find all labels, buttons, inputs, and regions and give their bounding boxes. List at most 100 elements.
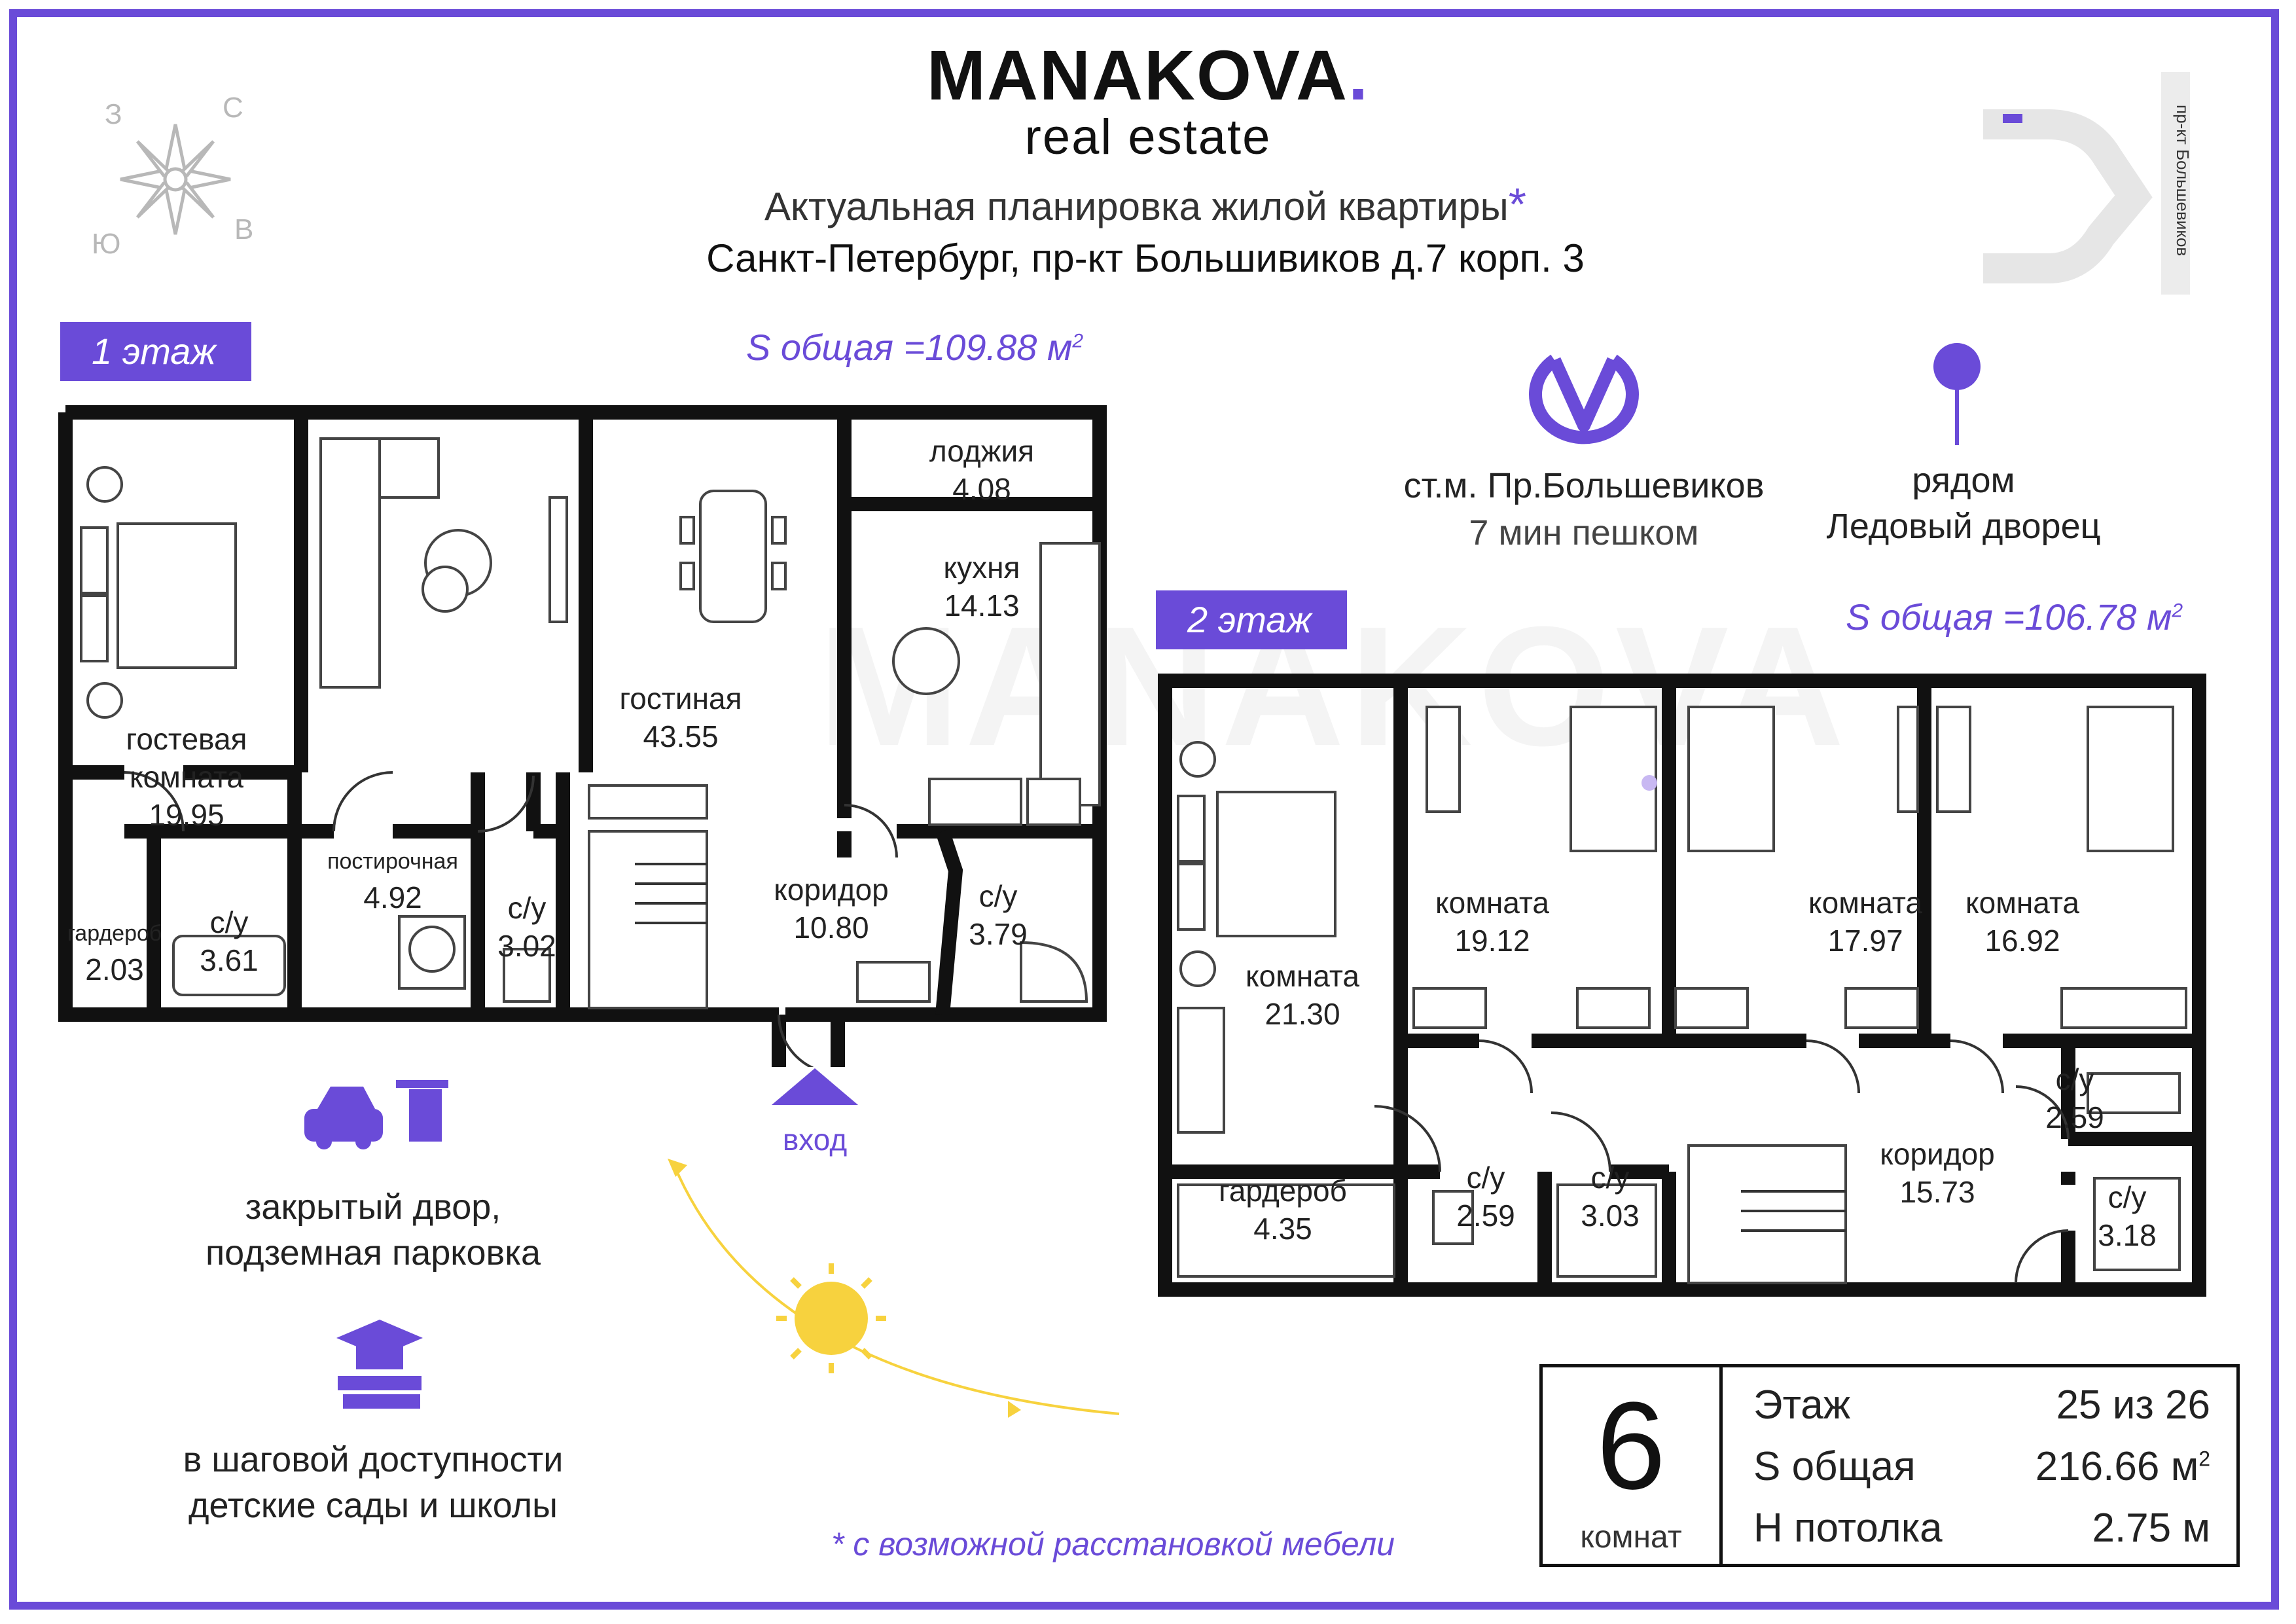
footnote: * с возможной расстановкой мебели	[831, 1526, 1395, 1562]
amenity1-line2: подземная парковка	[205, 1233, 541, 1272]
room-wc5-name: с/у	[1590, 1161, 1630, 1195]
room-wardrobe2: гардероб 4.35	[1198, 1172, 1368, 1248]
summary-divider	[1719, 1367, 1723, 1564]
room-wc7: с/у 3.18	[2075, 1178, 2179, 1254]
amenity2-line2: детские сады и школы	[188, 1486, 558, 1525]
room-bedroom-17-name: комната	[1808, 886, 1922, 920]
brand-name: MANAKOVA	[927, 35, 1348, 115]
floor2-total-area-sup: 2	[2172, 600, 2183, 622]
street-label: пр-кт Большевиков	[2173, 105, 2193, 257]
metro-walk: 7 мин пешком	[1469, 513, 1699, 552]
summary-ceiling-value: 2.75 м	[2092, 1506, 2210, 1551]
room-wc2: с/у 3.61	[170, 903, 288, 979]
summary-area-label: S общая	[1753, 1444, 1916, 1489]
room-kitchen-area: 14.13	[944, 588, 1020, 623]
summary-box: 6 комнат Этаж 25 из 26 S общая 216.66 м2…	[1539, 1364, 2240, 1567]
room-wc6-area: 2.59	[2045, 1100, 2104, 1134]
room-wc4-name: с/у	[1466, 1161, 1505, 1195]
room-bedroom-17: комната 17.97	[1780, 884, 1950, 960]
school-books-icon	[336, 1320, 423, 1409]
room-laundry-name: постирочная	[327, 849, 458, 874]
summary-area-sup: 2	[2198, 1447, 2210, 1471]
room-wardrobe1: гардероб 2.03	[65, 916, 164, 988]
room-bedroom-21-name: комната	[1246, 959, 1359, 993]
amenity2-line1: в шаговой доступности	[183, 1440, 564, 1479]
room-wc3-area: 3.79	[969, 917, 1028, 951]
floor1-tag: 1 этаж	[60, 322, 251, 381]
metro-logo-icon	[1529, 354, 1639, 444]
room-corridor1-area: 10.80	[793, 911, 869, 945]
room-wc6-name: с/у	[2055, 1062, 2094, 1096]
room-bedroom-17-area: 17.97	[1827, 924, 1903, 958]
room-living-name: гостиная	[619, 681, 742, 715]
room-wc1-name: с/у	[507, 891, 547, 925]
room-wc2-area: 3.61	[200, 943, 259, 977]
room-wc3-name: с/у	[978, 879, 1018, 913]
summary-floor-value: 25 из 26	[2056, 1382, 2210, 1428]
nearby-line2: Ледовый дворец	[1826, 507, 2101, 546]
floor1-total-area: S общая =109.88 м2	[746, 326, 1083, 369]
floor1-plan	[58, 405, 1107, 1067]
room-kitchen-name: кухня	[943, 550, 1020, 585]
room-wc5: с/у 3.03	[1558, 1159, 1662, 1235]
sun-path-icon	[668, 1159, 1120, 1418]
room-corridor2: коридор 15.73	[1852, 1135, 2022, 1211]
location-map-icon	[1983, 72, 2190, 295]
plan-title-asterisk: *	[1508, 179, 1526, 230]
brand-logo: MANAKOVA.	[821, 34, 1475, 116]
floor1-total-area-sup: 2	[1072, 330, 1084, 352]
room-loggia-name: лоджия	[929, 434, 1035, 468]
summary-ceiling-label: Н потолка	[1753, 1506, 1943, 1551]
compass-rose-icon	[120, 124, 231, 235]
rooms-count: 6	[1596, 1377, 1666, 1515]
amenity1-line1: закрытый двор,	[245, 1187, 501, 1227]
compass-w: З	[105, 98, 122, 130]
car-barrier-icon	[304, 1080, 448, 1149]
plan-title: Актуальная планировка жилой квартиры*	[524, 178, 1767, 230]
compass-e: В	[234, 213, 254, 245]
room-wc7-name: с/у	[2108, 1180, 2147, 1214]
room-wc4-area: 2.59	[1456, 1199, 1515, 1233]
room-guest-name: гостевая комната	[126, 722, 247, 794]
plan-title-text: Актуальная планировка жилой квартиры	[764, 185, 1509, 228]
room-bedroom-19-name: комната	[1435, 886, 1549, 920]
page-frame	[9, 9, 2279, 1610]
room-wardrobe2-area: 4.35	[1253, 1212, 1312, 1246]
entrance-arrow-icon	[772, 1068, 858, 1105]
metro-station: ст.м. Пр.Большевиков	[1403, 466, 1765, 505]
room-wc6: с/у 2.59	[2022, 1060, 2127, 1136]
floor1-total-area-text: S общая =109.88 м	[746, 327, 1073, 368]
brand-dot: .	[1348, 35, 1369, 115]
room-corridor1-name: коридор	[774, 873, 889, 907]
room-wc5-area: 3.03	[1581, 1199, 1640, 1233]
room-wc4: с/у 2.59	[1433, 1159, 1538, 1235]
room-loggia-area: 4.08	[952, 472, 1011, 506]
floor2-tag: 2 этаж	[1156, 590, 1347, 649]
room-corridor2-area: 15.73	[1899, 1175, 1975, 1209]
nearby-line1: рядом	[1912, 461, 2015, 500]
room-corridor2-name: коридор	[1880, 1137, 1995, 1171]
room-loggia: лоджия 4.08	[890, 432, 1073, 508]
room-wc7-area: 3.18	[2098, 1218, 2157, 1252]
entrance-label: вход	[782, 1123, 848, 1157]
floor2-plan	[1158, 674, 2206, 1297]
room-wardrobe2-name: гардероб	[1219, 1174, 1347, 1208]
summary-area-value-text: 216.66 м	[2035, 1444, 2199, 1489]
room-living: гостиная 43.55	[576, 679, 785, 755]
room-wardrobe1-area: 2.03	[85, 952, 144, 986]
floor2-total-area-text: S общая =106.78 м	[1846, 596, 2172, 638]
room-wardrobe1-name: гардероб	[67, 921, 162, 946]
room-bedroom-19-area: 19.12	[1454, 924, 1530, 958]
rooms-label: комнат	[1580, 1520, 1682, 1555]
room-laundry-area: 4.92	[363, 880, 422, 914]
room-laundry: постирочная 4.92	[308, 844, 478, 916]
room-bedroom-21: комната 21.30	[1217, 957, 1388, 1033]
summary-floor-label: Этаж	[1753, 1382, 1851, 1428]
room-living-area: 43.55	[643, 719, 719, 753]
room-bedroom-21-area: 21.30	[1265, 997, 1340, 1031]
room-wc2-name: с/у	[209, 905, 249, 939]
